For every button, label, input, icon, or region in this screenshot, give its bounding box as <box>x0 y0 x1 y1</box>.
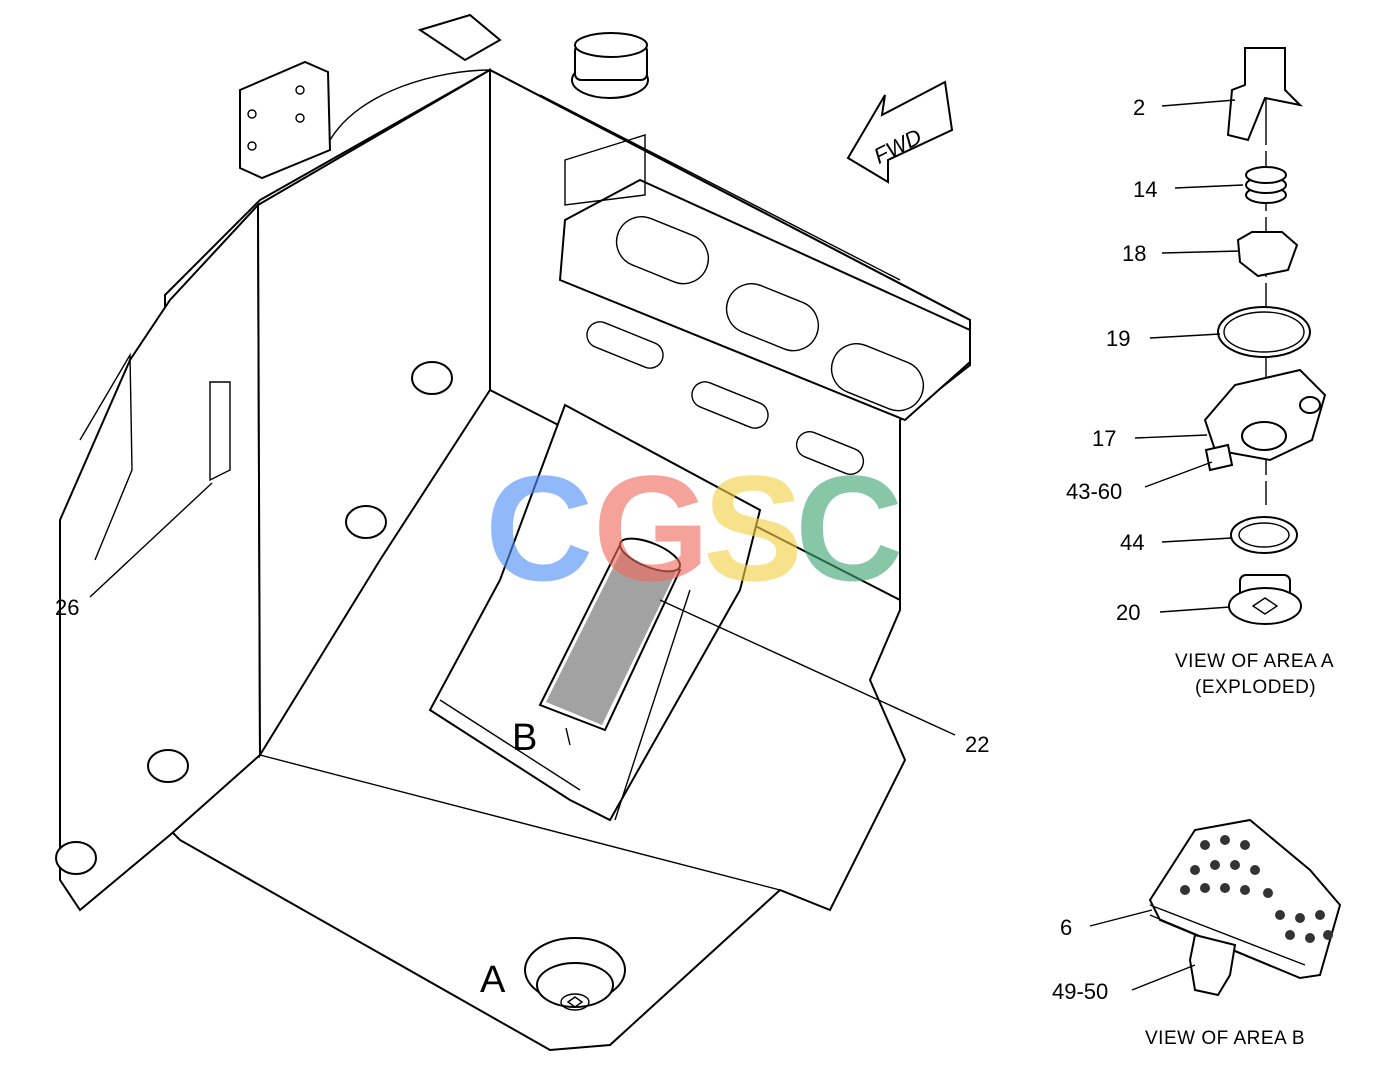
area-b-detail-view <box>1089 818 1342 997</box>
caption-area-a: VIEW OF AREA A <box>1175 651 1334 672</box>
callout-6: 6 <box>1060 915 1072 940</box>
callout-26: 26 <box>55 595 79 620</box>
part-2-clip <box>1226 47 1304 142</box>
part-43-60-bolt <box>1204 443 1234 472</box>
area-label-a: A <box>480 959 506 1001</box>
watermark-letter-c1: C <box>485 444 593 612</box>
tank-assembly-drawing <box>55 13 971 1052</box>
callout-2: 2 <box>1133 95 1145 120</box>
watermark-letter-c2: C <box>795 444 903 612</box>
leader-22 <box>659 599 956 736</box>
leader-26 <box>89 482 213 598</box>
strainer-screen <box>538 537 682 746</box>
callout-17: 17 <box>1092 426 1116 451</box>
callout-22: 22 <box>965 732 989 757</box>
fwd-arrow-icon: FWD <box>846 80 954 184</box>
callout-19: 19 <box>1106 326 1130 351</box>
callout-20: 20 <box>1116 600 1140 625</box>
callout-14: 14 <box>1133 177 1157 202</box>
part-20-plug <box>1228 574 1302 625</box>
watermark-letter-g: G <box>593 444 710 612</box>
watermark-logo: C G S C <box>485 444 903 612</box>
caption-area-b: VIEW OF AREA B <box>1145 1028 1305 1049</box>
callout-44: 44 <box>1120 530 1144 555</box>
area-a-exploded-view <box>1134 47 1327 625</box>
callout-49-50: 49-50 <box>1052 979 1108 1004</box>
callout-43-60: 43-60 <box>1066 479 1122 504</box>
watermark-letter-s: S <box>703 444 803 612</box>
part-14-spring <box>1245 166 1287 204</box>
part-18-nut <box>1236 231 1299 278</box>
part-19-o-ring <box>1217 306 1311 358</box>
callout-18: 18 <box>1122 241 1146 266</box>
caption-area-a-exploded: (EXPLODED) <box>1195 677 1316 698</box>
fitting-49-50 <box>1188 933 1237 997</box>
area-label-b: B <box>512 717 537 759</box>
